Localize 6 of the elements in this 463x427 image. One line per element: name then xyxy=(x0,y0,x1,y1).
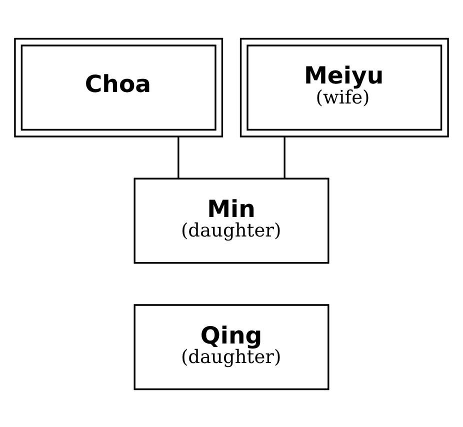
node-box: Meiyu (wife) xyxy=(240,37,449,137)
connector xyxy=(178,136,180,178)
connector xyxy=(284,136,286,178)
node-box: Qing (daughter) xyxy=(134,304,330,390)
node-box: Min (daughter) xyxy=(134,177,330,264)
node-box: Choa xyxy=(14,37,224,137)
